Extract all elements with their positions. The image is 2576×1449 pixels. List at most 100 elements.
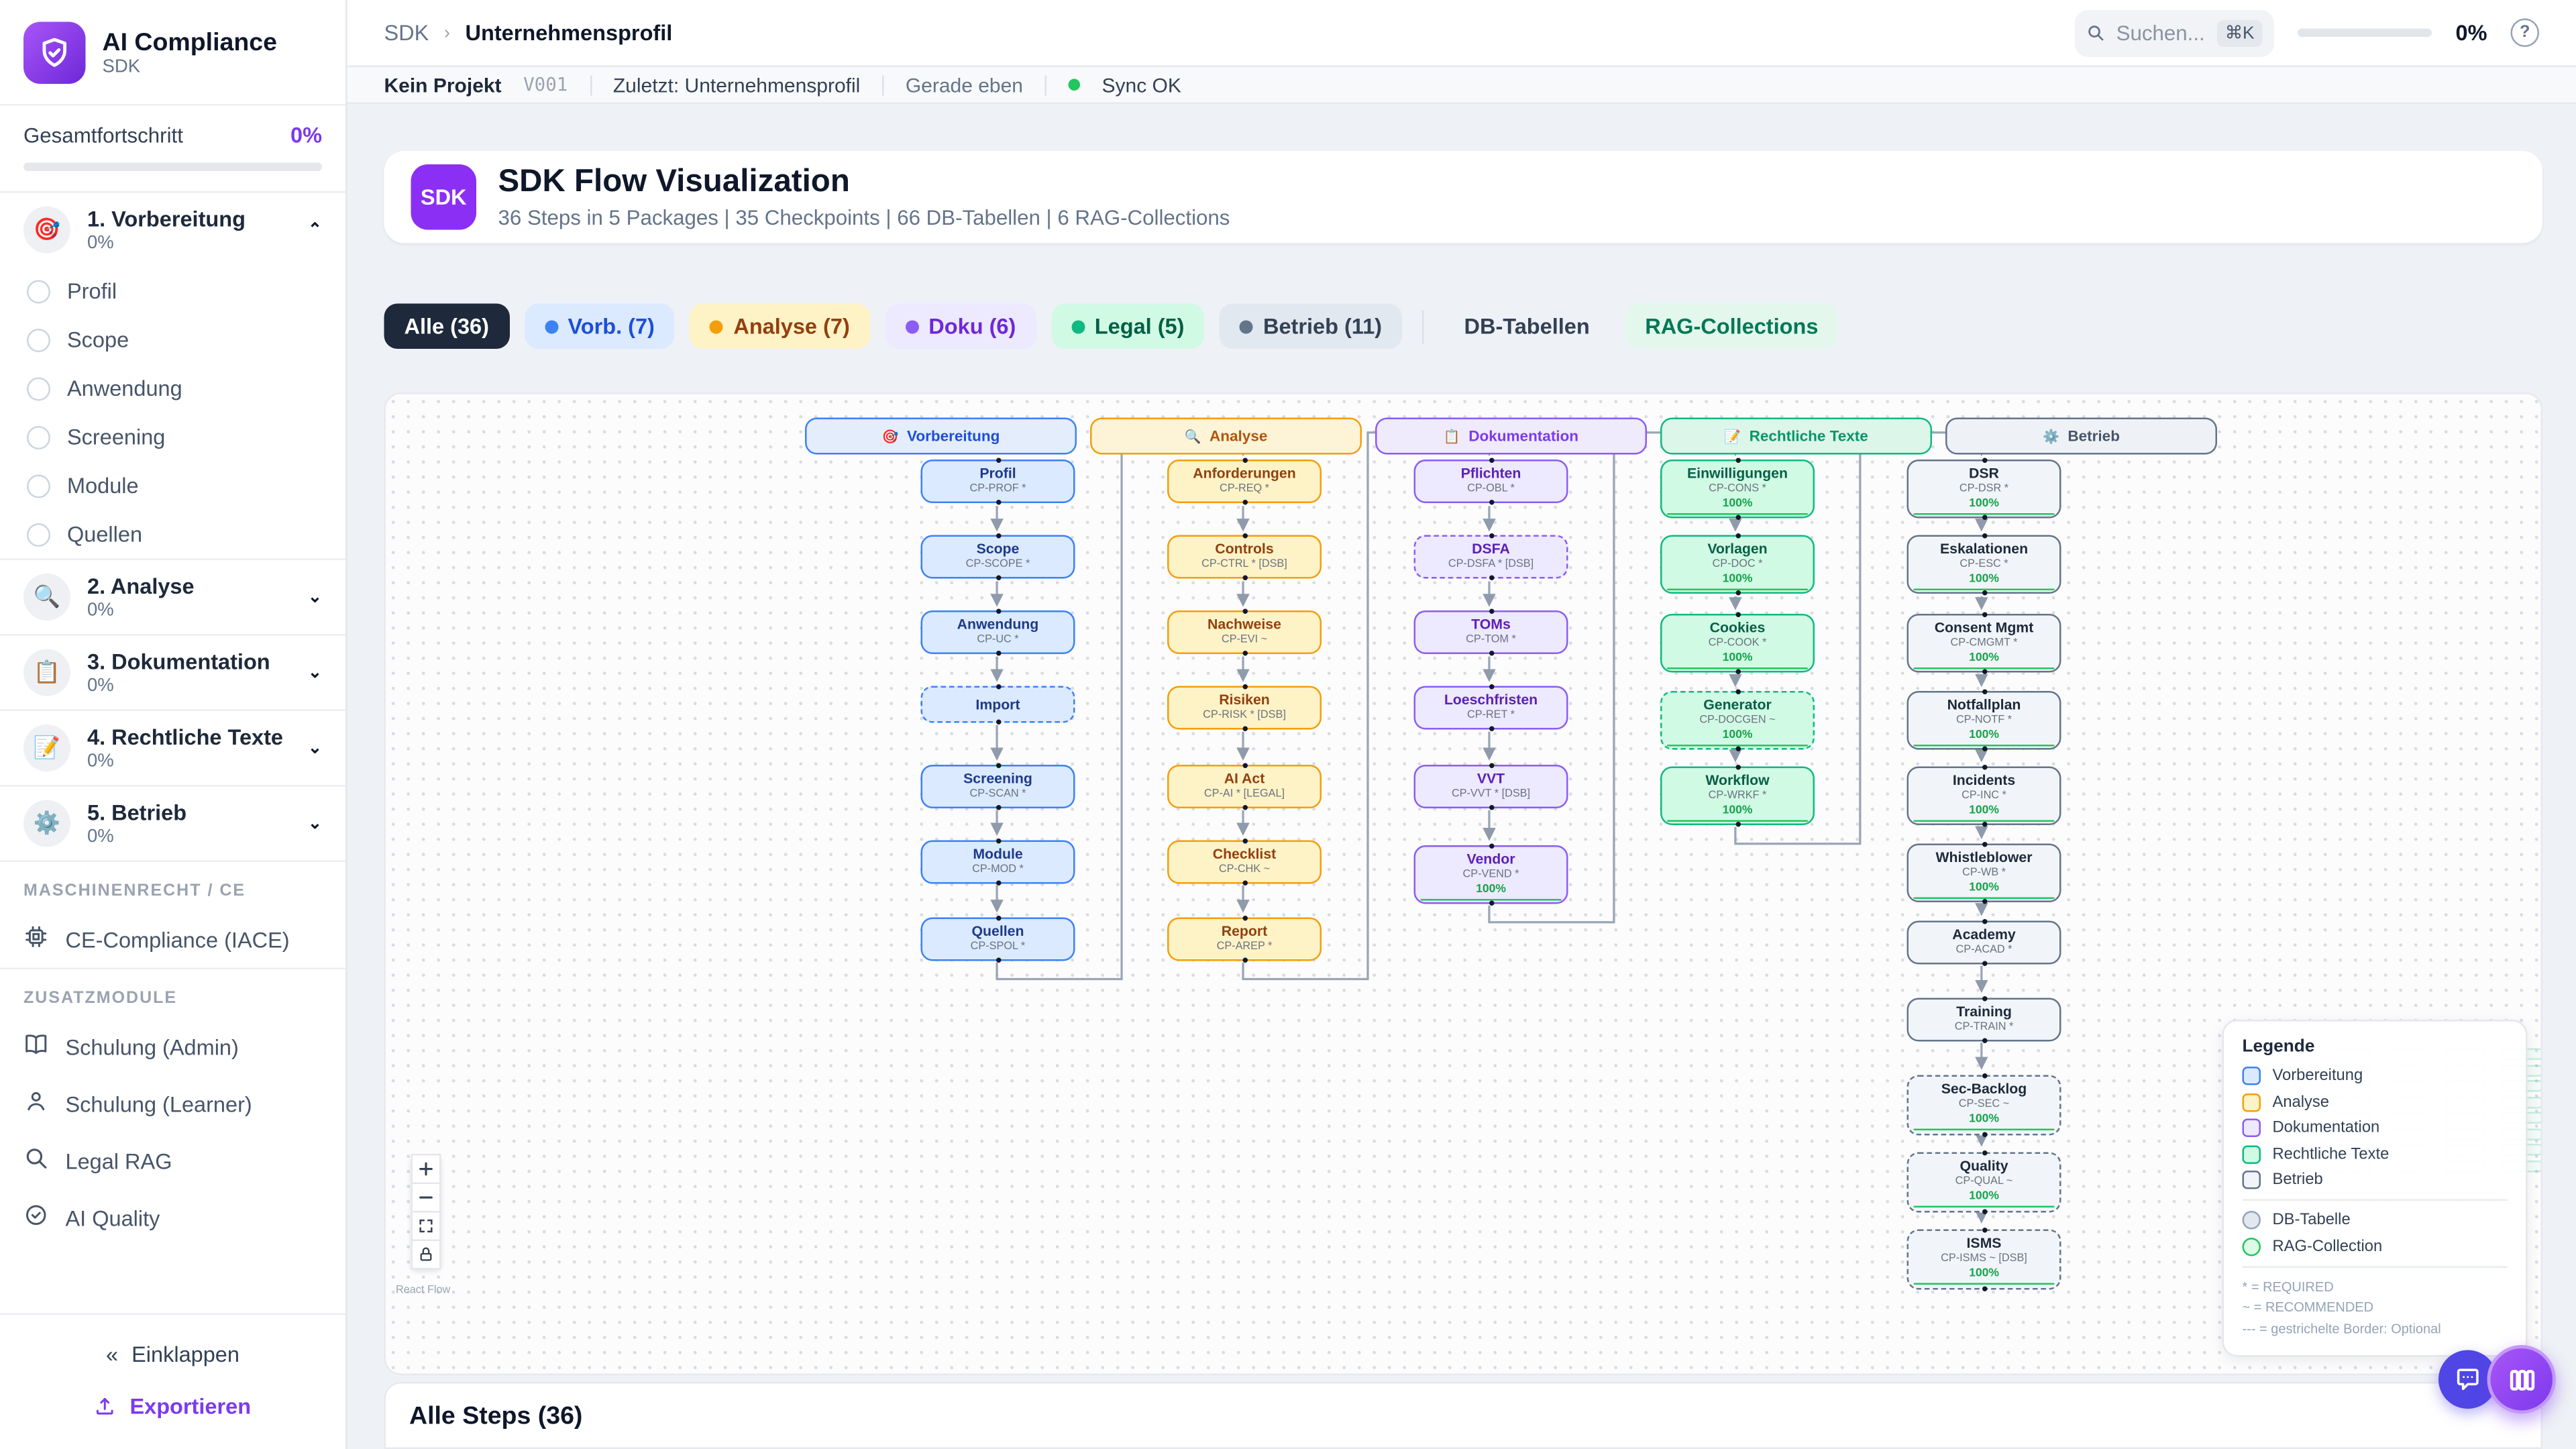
sidebar-item-schulung--admin-[interactable]: Schulung (Admin) — [0, 1018, 345, 1075]
node-code: CP-COOK * — [1708, 637, 1767, 649]
handle-dot — [1242, 684, 1247, 690]
filter-chip-alle--36-[interactable]: Alle (36) — [384, 303, 509, 349]
handle-dot — [995, 916, 1001, 921]
sidebar-item-profil[interactable]: Profil — [0, 267, 345, 316]
export-button[interactable]: Exportieren — [0, 1381, 345, 1433]
sidebar-item-module[interactable]: Module — [0, 462, 345, 511]
filter-chip-analyse--7-[interactable]: Analyse (7) — [690, 303, 870, 349]
package-header-rechtliche-texte[interactable]: 📝Rechtliche Texte — [1660, 417, 1932, 455]
lock-button[interactable] — [411, 1239, 441, 1270]
package-header-analyse[interactable]: 🔍Analyse — [1090, 417, 1362, 455]
node-progress-value: 100% — [1476, 883, 1506, 896]
handle-dot — [1735, 669, 1740, 674]
divider — [881, 74, 884, 95]
handle-dot — [995, 651, 1001, 656]
filter-chip-vorb---7-[interactable]: Vorb. (7) — [524, 303, 675, 349]
fit-view-button[interactable] — [411, 1211, 441, 1241]
book-icon — [23, 1032, 49, 1062]
help-icon[interactable]: ? — [2510, 18, 2539, 48]
legend-item-rag-collection: RAG-Collection — [2242, 1237, 2508, 1256]
filter-chip-legal--5-[interactable]: Legal (5) — [1051, 303, 1205, 349]
search-icon — [23, 1146, 49, 1176]
package-header-betrieb[interactable]: ⚙️Betrieb — [1945, 417, 2217, 455]
node-progress-value: 100% — [1969, 652, 1999, 665]
legend-item-betrieb: Betrieb — [2242, 1171, 2508, 1190]
package-header-dokumentation[interactable]: 📋Dokumentation — [1375, 417, 1647, 455]
filter-chip-db-tabellen[interactable]: DB-Tabellen — [1444, 303, 1610, 349]
node-progress-value: 100% — [1722, 574, 1753, 586]
sidebar-item-scope[interactable]: Scope — [0, 315, 345, 364]
sidebar-item-screening[interactable]: Screening — [0, 413, 345, 462]
zoom-in-button[interactable] — [411, 1154, 441, 1184]
flow-node-import[interactable]: Import — [920, 684, 1075, 724]
sidebar-item-quellen[interactable]: Quellen — [0, 510, 345, 559]
search-input[interactable]: Suchen... ⌘K — [2074, 9, 2275, 56]
sidebar-item-ce-compliance[interactable]: CE-Compliance (IACE) — [0, 911, 345, 968]
app-name: AI Compliance — [102, 28, 277, 57]
kanban-view-fab-button[interactable] — [2487, 1345, 2556, 1414]
node-label: TOMs — [1471, 616, 1511, 633]
sidebar-item-legal-rag[interactable]: Legal RAG — [0, 1132, 345, 1189]
node-code: CP-TOM * — [1466, 634, 1516, 646]
sidebar-item-schulung--learner-[interactable]: Schulung (Learner) — [0, 1075, 345, 1132]
node-progress-bar — [1913, 896, 2055, 898]
zoom-out-button[interactable] — [411, 1182, 441, 1213]
handle-dot — [1981, 612, 1987, 617]
package-header-vorbereitung[interactable]: 🎯Vorbereitung — [805, 417, 1077, 455]
page-title: SDK Flow Visualization — [498, 164, 850, 200]
node-progress-value: 100% — [1722, 498, 1753, 511]
node-label: Scope — [976, 541, 1020, 558]
filter-chip-betrieb--11-[interactable]: Betrieb (11) — [1219, 303, 1402, 349]
sidebar-item-anwendung[interactable]: Anwendung — [0, 364, 345, 413]
collapse-sidebar-button[interactable]: « Einklappen — [0, 1328, 345, 1381]
filter-chip-rag-collections[interactable]: RAG-Collections — [1625, 303, 1839, 349]
cpu-icon — [23, 924, 49, 955]
sidebar-item-ai-quality[interactable]: AI Quality — [0, 1189, 345, 1246]
breadcrumb-root[interactable]: SDK — [384, 20, 429, 46]
reactflow-attribution[interactable]: React Flow — [396, 1285, 451, 1297]
filter-chip-doku--6-[interactable]: Doku (6) — [885, 303, 1036, 349]
